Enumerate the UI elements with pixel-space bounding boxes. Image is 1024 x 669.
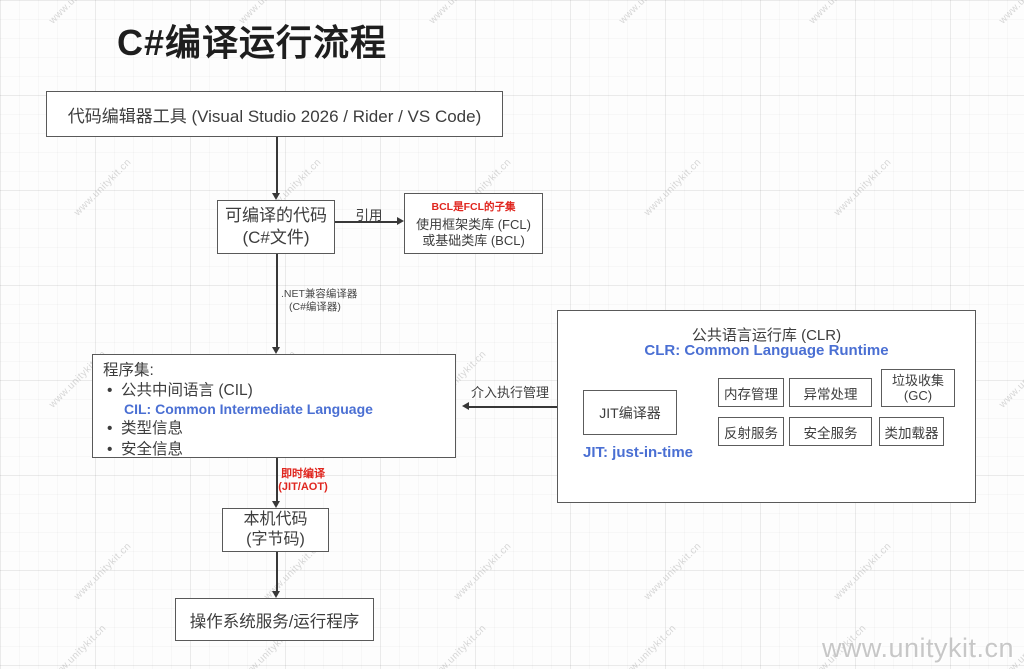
- assembly-title: 程序集:: [103, 362, 154, 379]
- security-services-label: 安全服务: [803, 425, 858, 441]
- connector-editor-to-compilable: [276, 137, 278, 193]
- jit-compiler-label: JIT编译器: [599, 404, 661, 421]
- diagonal-watermark: www.unitykit.cn: [832, 540, 894, 603]
- connector-compilable-to-assembly: [276, 254, 278, 347]
- clr-subtitle: CLR: Common Language Runtime: [644, 342, 889, 359]
- editor-tools-box: 代码编辑器工具 (Visual Studio 2026 / Rider / VS…: [46, 91, 503, 137]
- arrowhead-down-icon: [271, 591, 280, 598]
- arrowhead-down-icon: [271, 193, 280, 200]
- site-watermark: www.unitykit.cn: [821, 633, 1014, 663]
- class-library-box: BCL是FCL的子集 使用框架类库 (FCL) 或基础类库 (BCL): [404, 193, 543, 254]
- editor-tools-label: 代码编辑器工具 (Visual Studio 2026 / Rider / VS…: [67, 106, 482, 126]
- diagonal-watermark: www.unitykit.cn: [997, 0, 1024, 26]
- diagonal-watermark: www.unitykit.cn: [617, 622, 679, 669]
- manage-edge-label: 介入执行管理: [471, 385, 550, 400]
- diagonal-watermark: www.unitykit.cn: [72, 540, 134, 603]
- page-title: C#编译运行流程: [117, 22, 388, 63]
- jit-edge-line2: (JIT/AOT): [278, 481, 328, 493]
- library-line1: 使用框架类库 (FCL): [416, 216, 531, 232]
- native-code-line2: (字节码): [246, 531, 305, 548]
- arrowhead-right-icon: [397, 217, 404, 225]
- clr-title: 公共语言运行库 (CLR): [691, 327, 842, 344]
- native-code-box: 本机代码 (字节码): [222, 508, 329, 552]
- compilable-code-line2: (C#文件): [242, 228, 310, 247]
- arrowhead-down-icon: [271, 501, 280, 508]
- compiler-edge-label-line1: .NET兼容编译器: [281, 288, 358, 300]
- class-loader-label: 类加载器: [884, 425, 939, 441]
- diagonal-watermark: www.unitykit.cn: [642, 540, 704, 603]
- os-services-box: 操作系统服务/运行程序: [175, 598, 374, 641]
- reference-edge-label: 引用: [355, 208, 383, 223]
- jit-compiler-box: JIT编译器: [583, 390, 677, 435]
- compilable-code-line1: 可编译的代码: [225, 206, 327, 225]
- diagonal-watermark: www.unitykit.cn: [617, 0, 678, 26]
- reflection-services-box: 反射服务: [718, 417, 784, 446]
- library-line2: 或基础类库 (BCL): [422, 232, 525, 248]
- assembly-bullet-type-info: 类型信息: [103, 418, 183, 439]
- security-services-box: 安全服务: [789, 417, 872, 446]
- diagonal-watermark: www.unitykit.cn: [427, 0, 488, 26]
- diagonal-watermark: www.unitykit.cn: [47, 0, 108, 26]
- memory-management-label: 内存管理: [724, 386, 778, 402]
- connector-clr-to-assembly: [469, 406, 557, 408]
- diagonal-watermark: www.unitykit.cn: [427, 622, 489, 669]
- exception-handling-label: 异常处理: [803, 386, 858, 402]
- connector-compilable-to-library: [335, 221, 397, 223]
- reflection-services-label: 反射服务: [724, 425, 778, 441]
- compiler-edge-label-line2: (C#编译器): [289, 301, 341, 313]
- diagonal-watermark: www.unitykit.cn: [452, 540, 514, 603]
- assembly-bullet-security-info: 安全信息: [103, 439, 183, 460]
- diagonal-watermark: www.unitykit.cn: [47, 622, 109, 669]
- diagonal-watermark: www.unitykit.cn: [832, 156, 894, 219]
- connector-native-to-os: [276, 552, 278, 591]
- exception-handling-box: 异常处理: [789, 378, 872, 407]
- compilable-code-box: 可编译的代码 (C#文件): [217, 200, 335, 254]
- diagonal-watermark: www.unitykit.cn: [997, 348, 1024, 411]
- diagonal-watermark: www.unitykit.cn: [72, 156, 134, 219]
- class-loader-box: 类加载器: [879, 417, 944, 446]
- diagonal-watermark: www.unitykit.cn: [807, 0, 868, 26]
- arrowhead-down-icon: [271, 347, 280, 354]
- garbage-collection-box: 垃圾收集 (GC): [881, 369, 955, 407]
- arrowhead-left-icon: [462, 402, 469, 410]
- diagonal-watermark: www.unitykit.cn: [642, 156, 704, 219]
- garbage-collection-label2: (GC): [903, 388, 933, 403]
- memory-management-box: 内存管理: [718, 378, 784, 407]
- jit-edge-line1: 即时编译: [281, 468, 325, 480]
- jit-fullname-label: JIT: just-in-time: [583, 444, 694, 461]
- assembly-cil-fullname: CIL: Common Intermediate Language: [124, 401, 373, 417]
- assembly-bullet-cil: 公共中间语言 (CIL): [103, 380, 253, 401]
- library-note: BCL是FCL的子集: [431, 200, 516, 213]
- connector-assembly-to-native: [276, 458, 278, 501]
- os-services-label: 操作系统服务/运行程序: [189, 612, 360, 631]
- garbage-collection-label: 垃圾收集: [891, 373, 944, 388]
- assembly-box: 程序集: 公共中间语言 (CIL) CIL: Common Intermedia…: [92, 354, 456, 458]
- native-code-line1: 本机代码: [243, 511, 308, 528]
- jit-edge-label: 即时编译 (JIT/AOT): [272, 468, 334, 494]
